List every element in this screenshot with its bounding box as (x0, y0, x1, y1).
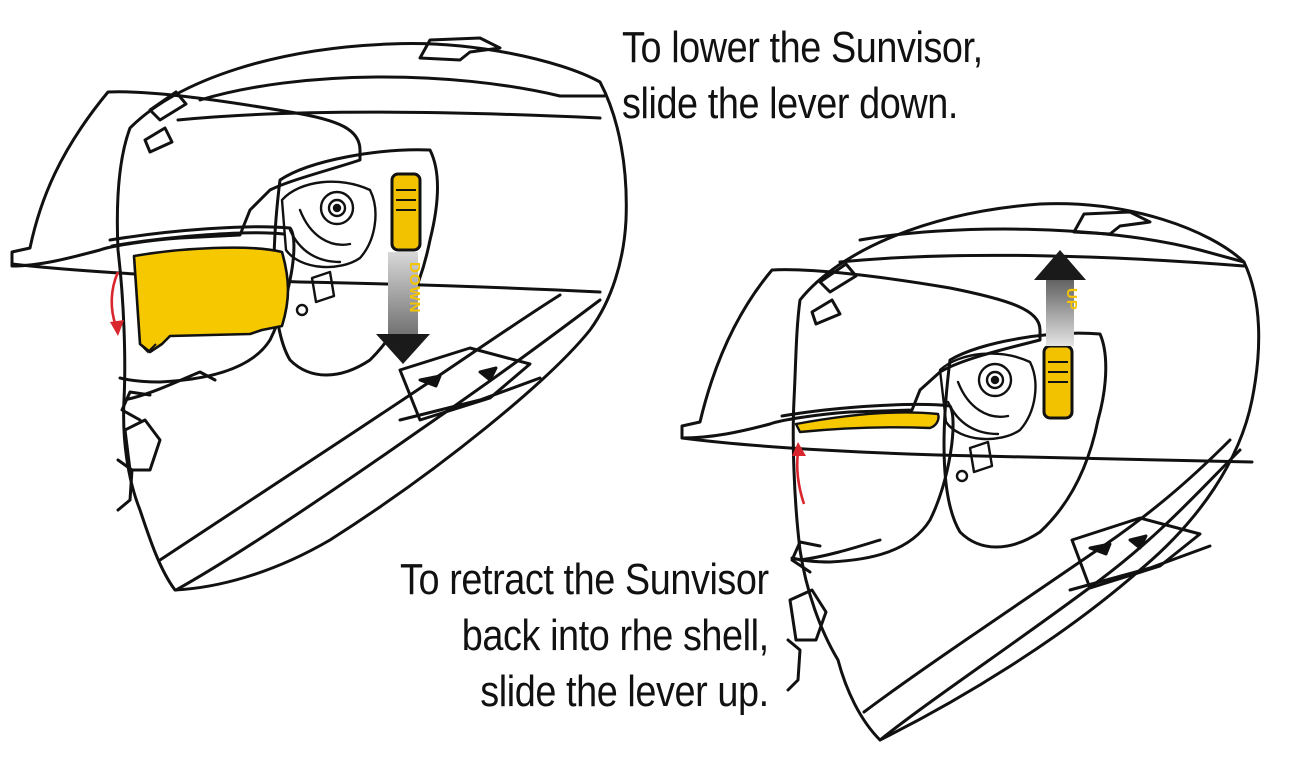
retract-visor-instruction: To retract the Sunvisor back into rhe sh… (400, 552, 769, 720)
sunvisor-lever-right (1042, 344, 1074, 420)
visor-pivot-mechanism (938, 352, 1037, 483)
curved-arrow-down-icon (110, 271, 124, 336)
lever-label-up: UP (1063, 288, 1080, 311)
visor-pivot-mechanism (280, 180, 377, 317)
helmet-shell-outline (791, 202, 1261, 742)
lower-visor-line-1: To lower the Sunvisor, (622, 23, 983, 72)
sunvisor-lowered (132, 246, 290, 354)
sunvisor-lever-left (390, 172, 422, 252)
helmet-lowered-visor (10, 36, 628, 592)
helmet-retracted-visor (680, 202, 1261, 742)
retract-visor-line-3: slide the lever up. (480, 667, 770, 716)
lower-visor-instruction: To lower the Sunvisor, slide the lever d… (622, 20, 983, 132)
arrow-up-icon: UP (1034, 250, 1086, 346)
side-plate-housing (942, 331, 1108, 549)
face-shield (10, 90, 362, 268)
curved-arrow-up-icon (792, 442, 806, 505)
lever-label-down: DOWN (406, 262, 423, 314)
eye-port (780, 402, 955, 564)
sunvisor-retracted (794, 411, 940, 434)
retract-visor-line-1: To retract the Sunvisor (400, 555, 769, 604)
helmet-shell-outline (115, 42, 628, 592)
lower-visor-line-2: slide the lever down. (622, 79, 958, 128)
face-shield (680, 268, 1042, 440)
arrow-down-icon: DOWN (376, 252, 430, 364)
retract-visor-line-2: back into rhe shell, (462, 611, 769, 660)
